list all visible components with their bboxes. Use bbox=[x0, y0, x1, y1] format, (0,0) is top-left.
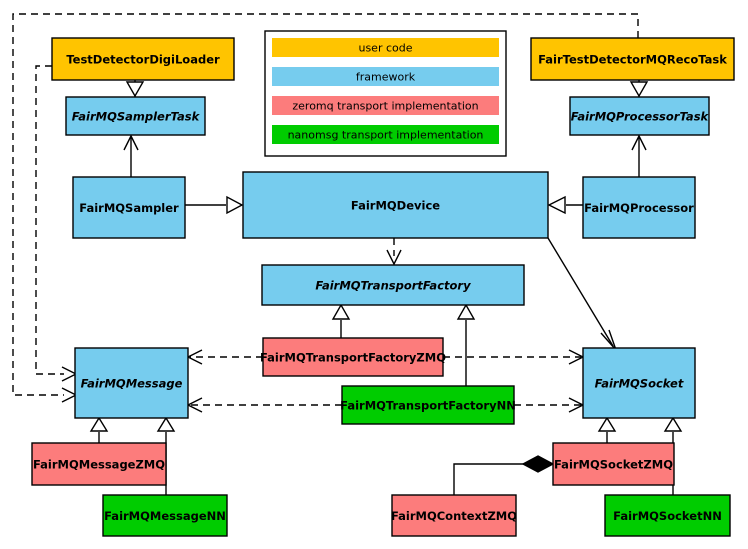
dependency-factoryzmq-to-message bbox=[186, 349, 263, 365]
class-box-rect bbox=[530, 37, 735, 81]
legend: user code framework zeromq transport imple… bbox=[264, 30, 507, 157]
class-name-label: FairMQDevice bbox=[351, 199, 440, 213]
legend-item-3: nanomsg transport implementation bbox=[272, 125, 499, 144]
class-box-FairMQMessageNN[interactable]: FairMQMessageNN bbox=[102, 494, 228, 537]
class-name-label: FairMQContextZMQ bbox=[391, 509, 517, 523]
class-name-label: FairMQTransportFactory bbox=[315, 279, 471, 293]
class-box-FairMQTransportFactory[interactable]: FairMQTransportFactory bbox=[261, 264, 525, 306]
class-name-label: FairMQTransportFactoryNN bbox=[340, 399, 516, 413]
legend-label: nanomsg transport implementation bbox=[288, 129, 484, 142]
legend-item-2: zeromq transport implementation bbox=[272, 96, 499, 115]
class-box-layer: TestDetectorDigiLoader FairTestDetectorMQ… bbox=[31, 37, 735, 537]
class-box-FairMQSocketZMQ[interactable]: FairMQSocketZMQ bbox=[552, 442, 675, 486]
class-box-FairMQContextZMQ[interactable]: FairMQContextZMQ bbox=[391, 494, 517, 537]
association-processor-processortask bbox=[631, 134, 647, 177]
class-box-rect bbox=[569, 96, 710, 136]
generalization-digiloader-samplertask bbox=[125, 80, 145, 98]
class-box-rect bbox=[262, 337, 444, 377]
class-name-label: FairMQSocketNN bbox=[613, 509, 722, 523]
class-name-label: FairTestDetectorMQRecoTask bbox=[538, 53, 727, 67]
class-name-label: FairMQMessage bbox=[81, 377, 183, 391]
class-box-rect bbox=[582, 347, 696, 419]
class-box-FairMQSampler[interactable]: FairMQSampler bbox=[72, 176, 186, 239]
class-box-rect bbox=[552, 442, 675, 486]
generalization-processor-device bbox=[547, 195, 583, 215]
legend-item-1: framework bbox=[272, 67, 499, 86]
class-box-FairMQProcessor[interactable]: FairMQProcessor bbox=[582, 176, 696, 239]
class-box-FairMQSocketNN[interactable]: FairMQSocketNN bbox=[604, 494, 731, 537]
composition-contextzmq-socketzmq bbox=[453, 455, 555, 495]
legend-label: zeromq transport implementation bbox=[292, 100, 478, 113]
class-box-FairMQDevice[interactable]: FairMQDevice bbox=[242, 171, 549, 239]
class-box-rect bbox=[341, 385, 515, 425]
class-name-label: FairMQTransportFactoryZMQ bbox=[260, 351, 446, 365]
legend-swatch bbox=[272, 67, 499, 86]
class-name-label: FairMQProcessorTask bbox=[571, 110, 710, 124]
class-box-FairMQSamplerTask[interactable]: FairMQSamplerTask bbox=[65, 96, 206, 136]
legend-item-0: user code bbox=[272, 38, 499, 57]
legend-swatch bbox=[272, 125, 499, 144]
class-box-FairTestDetectorMQRecoTask[interactable]: FairTestDetectorMQRecoTask bbox=[530, 37, 735, 81]
generalization-sampler-device bbox=[185, 195, 244, 215]
class-name-label: FairMQProcessor bbox=[584, 201, 694, 215]
class-box-rect bbox=[102, 494, 228, 537]
association-device-socket bbox=[547, 237, 617, 351]
class-box-FairMQMessage[interactable]: FairMQMessage bbox=[74, 347, 189, 419]
association-sampler-samplertask bbox=[123, 134, 139, 177]
generalization-recotask-processortask bbox=[629, 80, 649, 98]
generalization-socketzmq-socket bbox=[597, 416, 617, 443]
legend-label: framework bbox=[356, 71, 416, 84]
class-box-FairMQTransportFactoryNN[interactable]: FairMQTransportFactoryNN bbox=[340, 385, 516, 425]
class-box-rect bbox=[604, 494, 731, 537]
class-box-FairMQTransportFactoryZMQ[interactable]: FairMQTransportFactoryZMQ bbox=[260, 337, 446, 377]
class-box-rect bbox=[242, 171, 549, 239]
dependency-factorynn-to-message bbox=[186, 397, 342, 413]
class-name-label: FairMQSocket bbox=[595, 377, 684, 391]
legend-swatch bbox=[272, 96, 499, 115]
generalization-factorynn-transportfactory bbox=[456, 303, 476, 386]
generalization-factoryzmq-transportfactory bbox=[331, 303, 351, 338]
class-name-label: FairMQMessageNN bbox=[104, 509, 226, 523]
dependency-factorynn-to-socket bbox=[514, 397, 585, 413]
class-box-FairMQSocket[interactable]: FairMQSocket bbox=[582, 347, 696, 419]
class-box-rect bbox=[391, 494, 517, 537]
class-name-label: FairMQMessageZMQ bbox=[33, 458, 165, 472]
legend-swatch bbox=[272, 38, 499, 57]
dependency-factoryzmq-to-socket bbox=[443, 349, 585, 365]
generalization-messagezmq-message bbox=[89, 416, 109, 443]
class-box-TestDetectorDigiLoader[interactable]: TestDetectorDigiLoader bbox=[51, 37, 235, 81]
dependency-device-transportfactory bbox=[386, 238, 402, 266]
class-name-label: FairMQSamplerTask bbox=[72, 110, 201, 124]
class-name-label: FairMQSocketZMQ bbox=[554, 458, 673, 472]
legend-label: user code bbox=[358, 42, 412, 55]
class-box-rect bbox=[582, 176, 696, 239]
class-box-FairMQProcessorTask[interactable]: FairMQProcessorTask bbox=[569, 96, 710, 136]
class-box-rect bbox=[72, 176, 186, 239]
class-name-label: TestDetectorDigiLoader bbox=[66, 53, 220, 67]
class-box-FairMQMessageZMQ[interactable]: FairMQMessageZMQ bbox=[31, 442, 167, 486]
class-name-label: FairMQSampler bbox=[79, 201, 179, 215]
class-box-rect bbox=[51, 37, 235, 81]
class-box-rect bbox=[65, 96, 206, 136]
class-box-rect bbox=[261, 264, 525, 306]
class-box-rect bbox=[31, 442, 167, 486]
class-box-rect bbox=[74, 347, 189, 419]
